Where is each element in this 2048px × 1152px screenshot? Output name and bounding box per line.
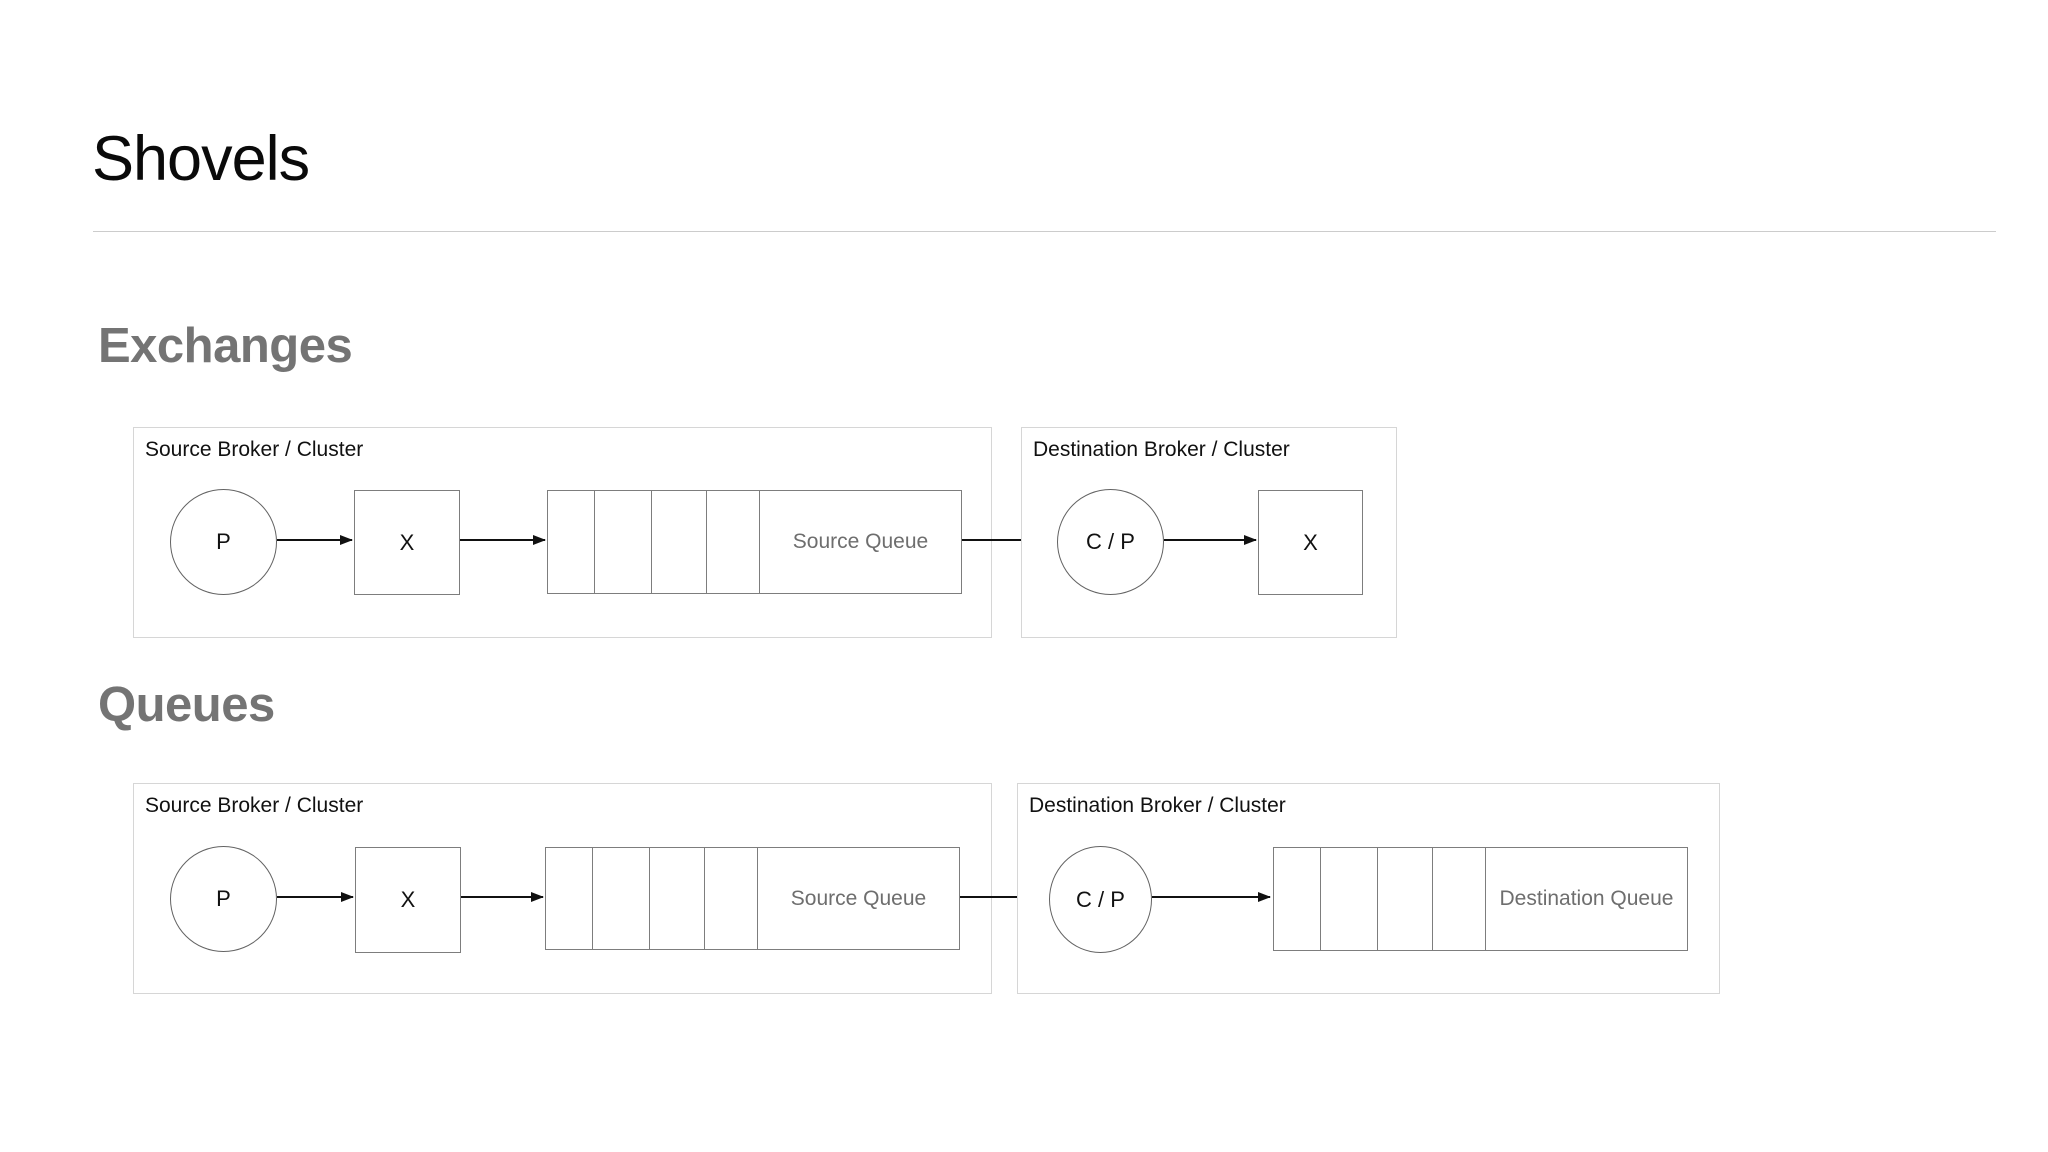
queues-source-queue: Source Queue <box>545 847 960 950</box>
queues-source-exchange-square: X <box>355 847 461 953</box>
queue-segment <box>595 491 652 593</box>
exchanges-destination-broker-label: Destination Broker / Cluster <box>1033 438 1290 461</box>
arrow-exchange-to-queue <box>460 535 546 545</box>
queue-segment <box>1274 848 1321 950</box>
exchanges-consumer-producer-circle: C / P <box>1057 489 1164 595</box>
exchanges-source-queue: Source Queue <box>547 490 962 594</box>
queues-destination-queue: Destination Queue <box>1273 847 1688 951</box>
queues-consumer-producer-circle: C / P <box>1049 846 1152 953</box>
queue-segment <box>652 491 707 593</box>
queues-producer-circle: P <box>170 846 277 952</box>
arrow-producer-to-exchange <box>277 892 354 902</box>
section-heading-exchanges: Exchanges <box>98 319 353 373</box>
queue-segment <box>546 848 593 949</box>
queue-segment <box>705 848 758 949</box>
queue-segment <box>593 848 650 949</box>
queue-segment <box>707 491 760 593</box>
arrow-exchange-to-queue <box>461 892 544 902</box>
queues-source-broker-label: Source Broker / Cluster <box>145 794 364 817</box>
arrow-producer-to-exchange <box>277 535 353 545</box>
producer-label: P <box>216 886 231 911</box>
queue-segment <box>1378 848 1433 950</box>
exchanges-destination-exchange-square: X <box>1258 490 1363 595</box>
arrow-consumer-to-exchange <box>1164 535 1257 545</box>
exchanges-producer-circle: P <box>170 489 277 595</box>
destination-queue-label: Destination Queue <box>1499 887 1674 910</box>
consumer-producer-label: C / P <box>1076 886 1125 912</box>
title-divider <box>93 231 1996 232</box>
exchanges-source-broker-label: Source Broker / Cluster <box>145 438 364 461</box>
exchanges-source-exchange-square: X <box>354 490 460 595</box>
exchange-label: X <box>1303 529 1318 555</box>
arrow-consumer-to-queue <box>1152 892 1271 902</box>
page-title: Shovels <box>92 124 310 194</box>
consumer-producer-label: C / P <box>1086 529 1135 554</box>
queue-segment <box>1321 848 1378 950</box>
producer-label: P <box>216 529 231 554</box>
queue-segment <box>1433 848 1486 950</box>
exchange-label: X <box>399 529 415 555</box>
source-queue-label: Source Queue <box>792 530 929 553</box>
source-queue-label: Source Queue <box>790 886 927 910</box>
exchange-label: X <box>400 887 416 912</box>
queue-segment <box>548 491 595 593</box>
queues-destination-broker-label: Destination Broker / Cluster <box>1029 794 1286 817</box>
section-heading-queues: Queues <box>98 678 275 732</box>
queue-segment <box>650 848 705 949</box>
